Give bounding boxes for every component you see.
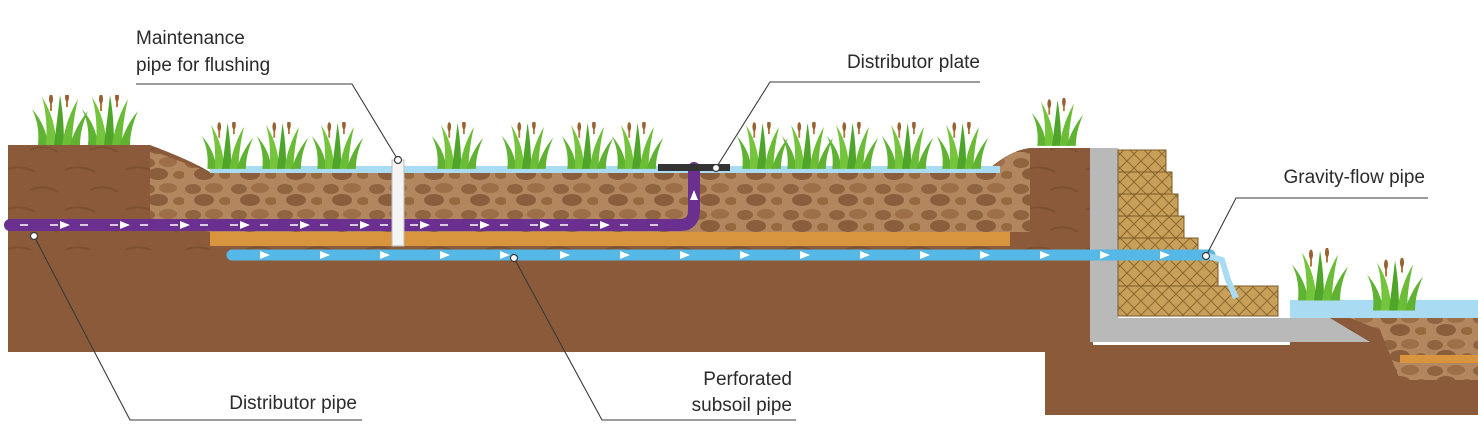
- perforated-subsoil-pipe-label-line1: Perforated: [703, 369, 792, 390]
- right-pond-gravel: [1350, 318, 1478, 380]
- perforated-subsoil-pipe-label-line2: subsoil pipe: [692, 395, 792, 416]
- maintenance-leader-dot: [393, 155, 403, 165]
- gravity-flow-pipe-label: Gravity-flow pipe: [1284, 167, 1426, 188]
- maintenance-pipe-label-line2: pipe for flushing: [136, 55, 270, 76]
- maintenance-pipe-label-line1: Maintenance: [136, 28, 245, 49]
- gravity-flow-leader: [1205, 197, 1428, 257]
- water-surface: [210, 166, 1000, 173]
- gabion-steps: [1117, 149, 1279, 317]
- right-pond-sand: [1400, 355, 1478, 363]
- gravity-flow-leader-dot: [1201, 251, 1211, 261]
- soil-lower: [8, 250, 1093, 352]
- distributor-pipe-arrows: [60, 190, 698, 229]
- distributor-plate-leader-dot: [711, 163, 721, 173]
- gravel-bed: [150, 150, 1030, 232]
- distributor-plate-label: Distributor plate: [847, 52, 980, 73]
- maintenance-leader: [136, 83, 399, 161]
- maintenance-pipe: [391, 159, 405, 247]
- distributor-plate: [658, 164, 730, 171]
- sand-layer: [210, 232, 1010, 246]
- distributor-pipe: [4, 162, 700, 231]
- distributor-plate-leader: [715, 81, 980, 169]
- gravity-flow-outlet: [1204, 252, 1239, 300]
- distributor-pipe-label: Distributor pipe: [229, 393, 357, 414]
- subsoil-pipe-leader-dot: [509, 253, 519, 263]
- subsoil-pipe-arrows: [260, 251, 1170, 259]
- distributor-pipe-leader: [33, 235, 362, 421]
- distributor-pipe-leader-dot: [29, 231, 39, 241]
- subsoil-pipe-leader: [513, 257, 796, 421]
